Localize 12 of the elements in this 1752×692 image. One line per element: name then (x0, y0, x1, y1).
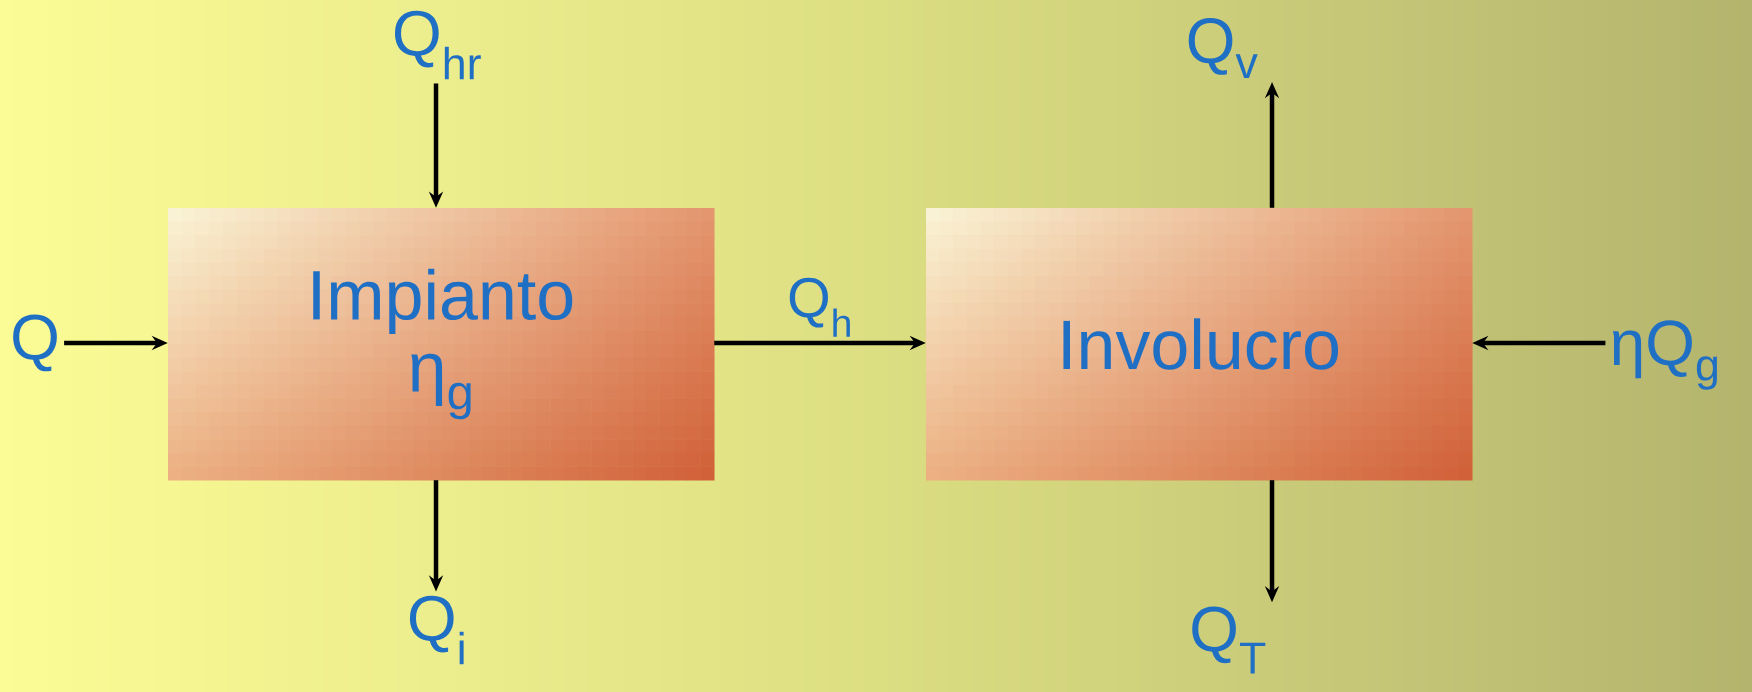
flow-label: ηQ$_{g}$ (1612, 320, 1717, 390)
process-box: Involucro (926, 208, 1473, 481)
node-label: Impianto (313, 268, 573, 334)
flow-label: Q$_{T}$ (1192, 606, 1266, 674)
flow-label: Q (13, 314, 57, 372)
flow-label: Q$_{v}$ (1188, 18, 1258, 78)
node-label: η$_{g}$ (411, 353, 471, 420)
process-box: Impianto η$_{g}$ (168, 208, 715, 481)
flow-label: Q$_{i}$ (409, 595, 464, 665)
edge-label: Q$_{h}$ (789, 277, 850, 337)
node-label: Involucro (1063, 318, 1339, 370)
flow-label: Q$_{hr}$ (395, 10, 481, 80)
